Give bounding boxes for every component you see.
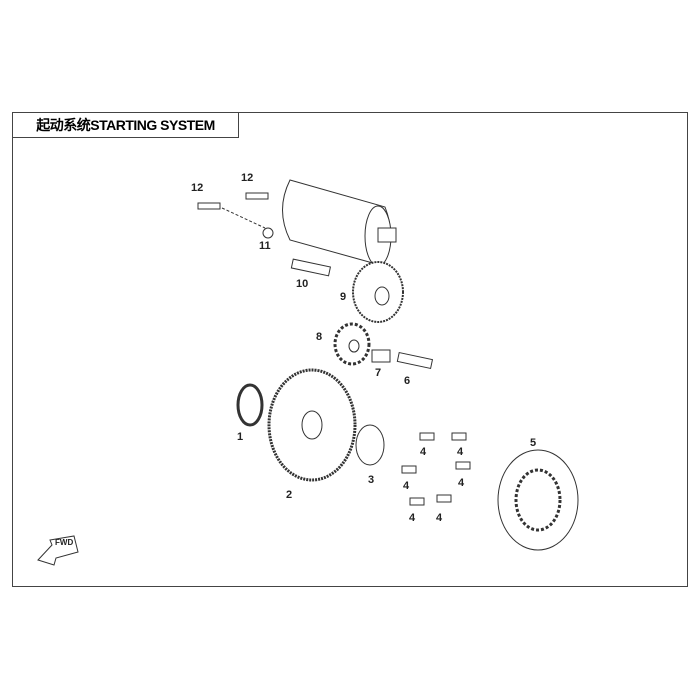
one-way-clutch-5	[497, 449, 579, 551]
part-label-3: 3	[368, 474, 375, 486]
diagram-frame	[12, 112, 688, 587]
gear-8	[333, 322, 371, 366]
fwd-label: FWD	[55, 538, 74, 547]
part-label-10: 10	[296, 278, 309, 290]
part-label-7: 7	[375, 367, 382, 379]
part-label-8: 8	[316, 331, 323, 343]
gear-2	[267, 368, 357, 482]
part-label-6: 6	[404, 375, 411, 387]
diagram-title: 起动系统STARTING SYSTEM	[12, 112, 239, 138]
part-label-11: 11	[259, 240, 271, 252]
starter-motor	[262, 179, 397, 267]
part-label-12: 12	[191, 182, 204, 194]
seal-1	[236, 383, 264, 427]
part-label-4: 4	[457, 446, 464, 458]
part-label-4: 4	[436, 512, 443, 524]
bolts-4	[401, 432, 471, 506]
gear-9	[352, 261, 404, 323]
part-label-1: 1	[237, 431, 244, 443]
part-label-5: 5	[530, 437, 537, 449]
washer-3	[355, 424, 385, 466]
part-label-4: 4	[420, 446, 427, 458]
bolts-12	[197, 192, 269, 210]
part-label-9: 9	[340, 291, 347, 303]
part-label-4: 4	[458, 477, 465, 489]
part-label-2: 2	[286, 489, 293, 501]
part-label-4: 4	[403, 480, 410, 492]
shaft-6	[396, 351, 434, 370]
part-label-4: 4	[409, 512, 416, 524]
shaft-10	[290, 258, 332, 277]
fwd-arrow-icon	[37, 535, 79, 566]
part-label-12: 12	[241, 172, 254, 184]
bushing-7	[371, 349, 391, 363]
